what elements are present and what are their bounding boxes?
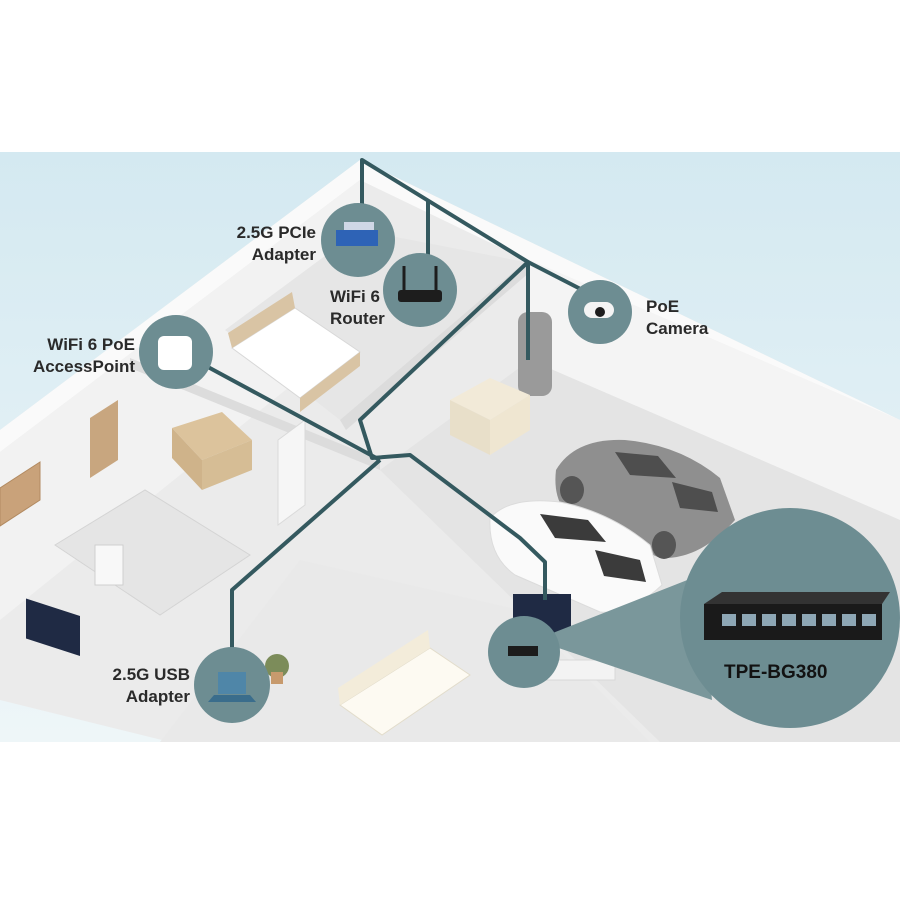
- washer-side: [490, 395, 530, 455]
- label-camera-line1: PoE: [646, 297, 680, 316]
- washer: [450, 378, 530, 420]
- badge-switch-large: [680, 508, 900, 728]
- label-ap-line2: AccessPoint: [32, 357, 135, 376]
- car-grey-wheel-rear: [652, 531, 676, 559]
- label-poe-camera: PoE Camera: [646, 296, 708, 340]
- hall-wall: [130, 358, 380, 470]
- badge-switch-small: [488, 616, 560, 688]
- label-usb-adapter: 2.5G USB Adapter: [80, 664, 190, 708]
- badge-router: [383, 253, 457, 327]
- car-white: [489, 500, 663, 613]
- car-white-rear-window: [595, 550, 646, 582]
- switch-callout-wedge: [535, 575, 712, 700]
- bed-headboard: [228, 292, 295, 348]
- label-usb-line2: Adapter: [125, 687, 190, 706]
- car-grey-windshield: [615, 452, 676, 478]
- car-grey-wheel-front: [560, 476, 584, 504]
- car-grey-rear-window: [672, 482, 718, 512]
- bathroom-mirror: [94, 544, 124, 586]
- badge-camera: [568, 280, 632, 344]
- usb-adapter-laptop-icon: [208, 695, 256, 702]
- washer-front: [450, 400, 490, 455]
- dresser-side: [202, 440, 252, 490]
- bathroom-walls: [54, 489, 251, 616]
- badge-ap: [139, 315, 213, 389]
- plant-pot: [271, 672, 283, 684]
- label-ap-line1: WiFi 6 PoE: [47, 335, 135, 354]
- label-router-line1: WiFi 6: [330, 287, 380, 306]
- left-wall-face: [0, 180, 360, 620]
- closet-door: [277, 419, 306, 526]
- left-window: [0, 461, 41, 527]
- water-heater: [518, 312, 552, 396]
- network-cables: [194, 158, 599, 655]
- label-router-line2: Router: [330, 309, 385, 328]
- badge-pcie: [321, 203, 395, 277]
- tv-left: [26, 598, 80, 656]
- label-wifi-router: WiFi 6 Router: [330, 286, 385, 330]
- label-switch-model: TPE-BG380: [724, 662, 828, 683]
- label-pcie-line2: Adapter: [251, 245, 316, 264]
- car-white-windshield: [540, 514, 606, 542]
- label-pcie-line1: 2.5G PCIe: [236, 223, 316, 242]
- label-pcie-adapter: 2.5G PCIe Adapter: [200, 222, 316, 266]
- dresser-front: [172, 428, 202, 490]
- sofa-back: [338, 630, 430, 705]
- bed-side: [300, 352, 360, 412]
- label-camera-line2: Camera: [646, 319, 709, 338]
- back-wall-left: [0, 160, 360, 452]
- pcie-card-icon: [336, 230, 378, 246]
- wifi-router-icon: [398, 290, 442, 302]
- access-point-icon: [158, 336, 192, 370]
- front-door: [90, 400, 118, 478]
- label-access-point: WiFi 6 PoE AccessPoint: [10, 334, 135, 378]
- label-usb-line1: 2.5G USB: [112, 665, 190, 684]
- badge-usb: [194, 647, 270, 723]
